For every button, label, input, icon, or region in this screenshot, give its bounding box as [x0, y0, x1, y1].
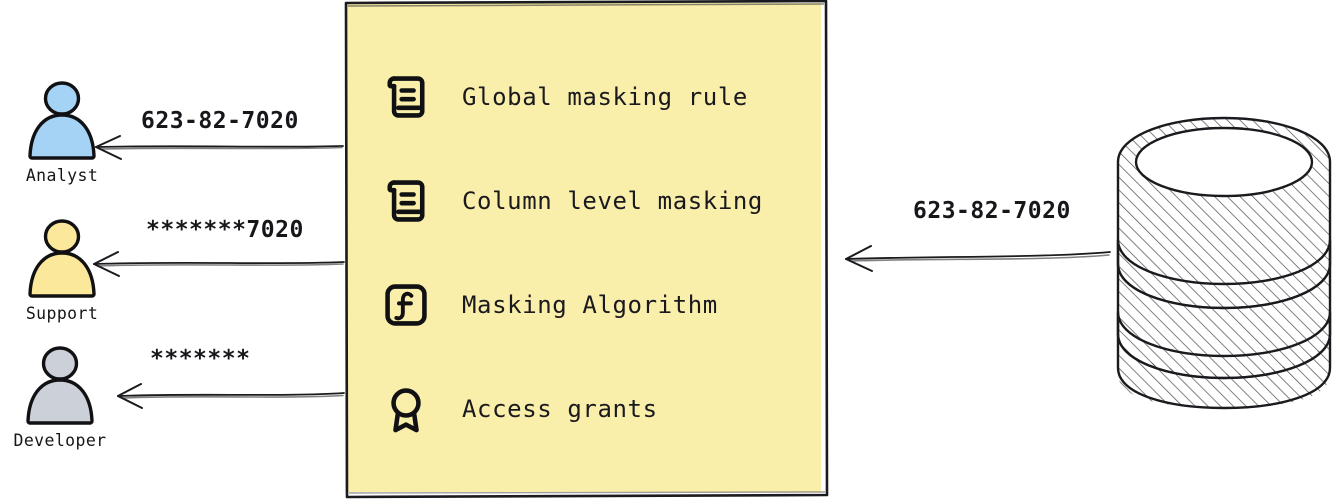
- person-icon: [28, 219, 96, 298]
- actor-developer[interactable]: Developer: [1, 343, 119, 450]
- arrow-card-to-support: [93, 251, 345, 277]
- policy-row-global-masking-rule[interactable]: Global masking rule: [345, 45, 821, 149]
- actor-label: Analyst: [25, 166, 99, 185]
- policy-row-label: Access grants: [462, 395, 658, 423]
- actor-label: Developer: [13, 431, 107, 450]
- policy-card-rows: Global masking rule Column level masking: [345, 3, 821, 492]
- arrow-label-analyst: 623-82-7020: [141, 108, 299, 134]
- policy-row-column-level-masking[interactable]: Column level masking: [345, 149, 821, 253]
- policy-row-label: Column level masking: [462, 187, 763, 215]
- arrow-label-support: *******7020: [146, 217, 304, 243]
- arrow-database-to-card: [845, 245, 1111, 272]
- actor-support[interactable]: Support: [3, 216, 121, 323]
- actor-analyst[interactable]: Analyst: [3, 78, 121, 185]
- policy-row-label: Global masking rule: [462, 83, 748, 111]
- function-icon: [385, 284, 427, 326]
- scroll-icon: [387, 180, 425, 222]
- arrow-label-database: 623-82-7020: [913, 198, 1071, 224]
- actor-label: Support: [25, 304, 99, 323]
- scroll-icon: [387, 76, 425, 118]
- database-cylinder-icon: [1116, 116, 1332, 410]
- policy-row-access-grants[interactable]: Access grants: [345, 357, 821, 461]
- arrow-label-developer: *******: [150, 346, 251, 372]
- arrow-card-to-developer: [117, 383, 345, 409]
- person-icon: [28, 81, 96, 160]
- person-icon: [26, 346, 94, 425]
- policy-row-masking-algorithm[interactable]: Masking Algorithm: [345, 253, 821, 357]
- award-icon: [391, 388, 421, 433]
- policy-row-label: Masking Algorithm: [462, 291, 718, 319]
